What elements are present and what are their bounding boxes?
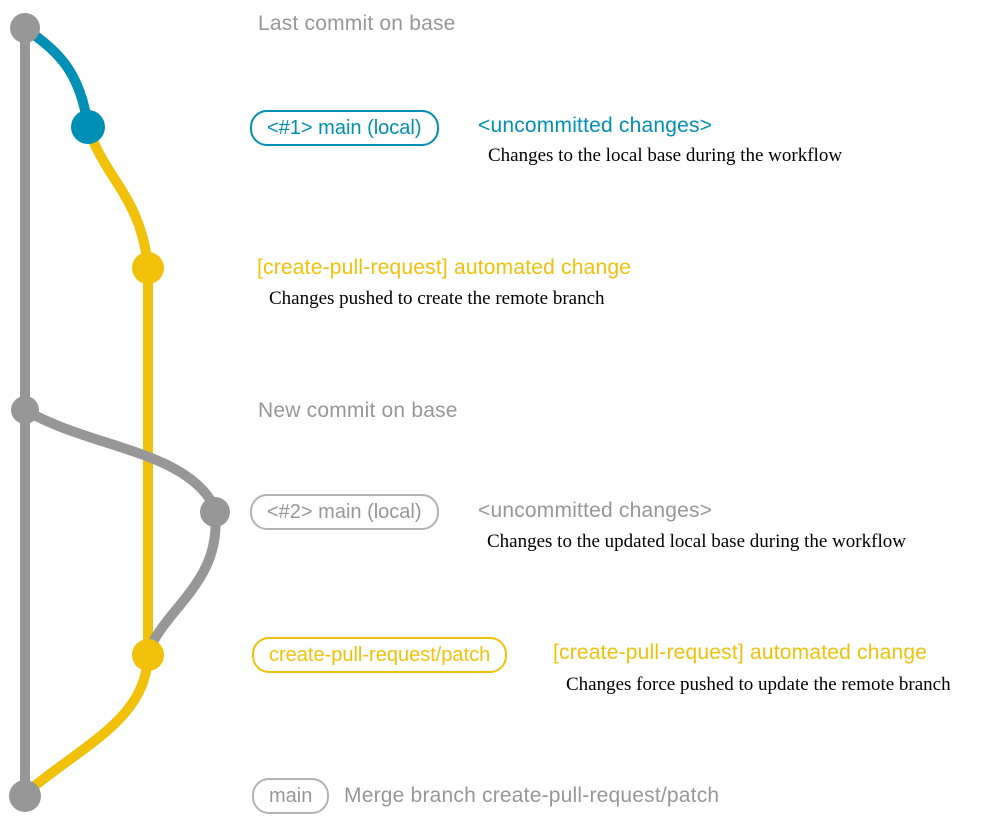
commit-message-new-commit-on-base: New commit on base: [258, 399, 458, 422]
commit-dot-last-commit-on-base: [10, 13, 40, 43]
annotation-pushed-to-create-remote-branch: Changes pushed to create the remote bran…: [269, 288, 605, 309]
updated-local-main-branch-curve: [20, 405, 219, 511]
commit-dot-uncommitted-changes-1: [71, 110, 105, 144]
commit-dot-automated-change-1: [132, 252, 164, 284]
commit-message-uncommitted-changes-1: <uncommitted changes>: [478, 114, 713, 137]
create-pull-request-branch-line: [22, 122, 153, 797]
commit-message-uncommitted-changes-2: <uncommitted changes>: [478, 499, 713, 522]
annotation-local-base-changes: Changes to the local base during the wor…: [488, 145, 843, 166]
commit-dot-new-commit-on-base: [11, 396, 39, 424]
commit-dot-uncommitted-changes-2: [200, 497, 230, 527]
branch-label-main-local-1: <#1> main (local): [250, 110, 439, 146]
branch-label-main: main: [252, 778, 330, 814]
commit-dot-automated-change-2: [132, 639, 164, 671]
commit-message-last-commit-on-base: Last commit on base: [258, 12, 456, 35]
commit-message-merge-branch: Merge branch create-pull-request/patch: [344, 784, 720, 807]
commit-dot-merge-commit: [9, 780, 41, 812]
commit-message-automated-change-2: [create-pull-request] automated change: [553, 641, 928, 664]
branch-label-main-local-2: <#2> main (local): [250, 494, 439, 530]
updated-local-main-merge-curve: [144, 507, 221, 655]
annotation-updated-local-base-changes: Changes to the updated local base during…: [487, 531, 906, 552]
annotation-force-pushed-to-update-remote-branch: Changes force pushed to update the remot…: [566, 674, 951, 695]
branch-label-create-pull-request-patch: create-pull-request/patch: [252, 637, 508, 673]
local-main-branch-curve: [20, 23, 93, 132]
commit-message-automated-change-1: [create-pull-request] automated change: [257, 256, 632, 279]
